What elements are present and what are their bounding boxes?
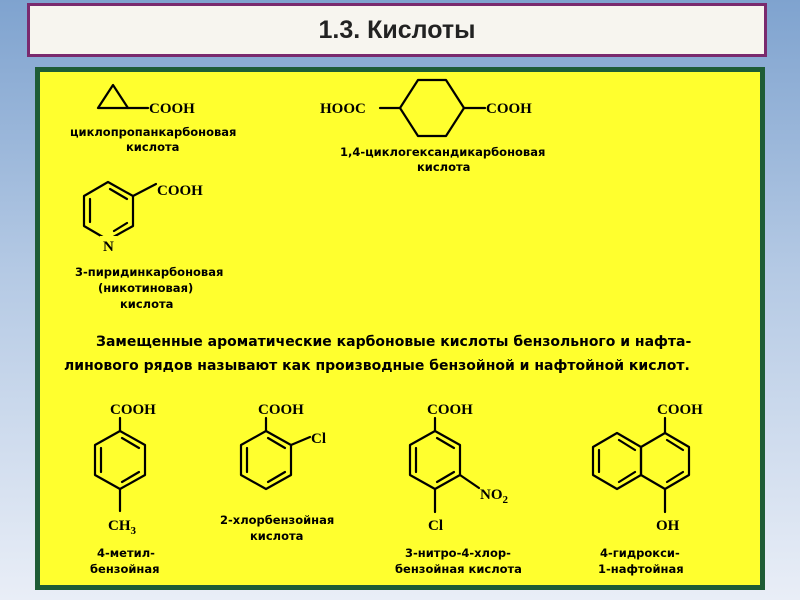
caption-methylbenzoic-line2: бензойная <box>90 562 160 576</box>
cooh-label: COOH <box>149 101 195 117</box>
cooh-label: COOH <box>427 402 473 418</box>
cyclohexane-ring <box>398 78 466 138</box>
double-bond <box>108 187 129 201</box>
cooh-label: COOH <box>110 402 156 418</box>
naphthalene-ring-right <box>639 431 691 491</box>
double-bond <box>665 470 685 484</box>
nitrochlorobenzoic-structure: COOH NO2 Cl <box>408 402 509 534</box>
caption-pyridine-line3: кислота <box>120 297 173 311</box>
caption-cyclohexane-line1: 1,4-циклогександикарбоновая <box>340 145 545 159</box>
caption-hydroxynaphthoic-line1: 4-гидрокси- <box>600 546 680 560</box>
nitro-label: NO2 <box>480 487 509 506</box>
benzene-ring <box>239 429 293 491</box>
cyclohexane-structure: HOOC COOH <box>320 78 532 138</box>
caption-nitrochlorobenzoic-line2: бензойная кислота <box>395 562 522 576</box>
methylbenzoic-structure: COOH CH3 <box>93 402 156 537</box>
caption-cyclohexane-line2: кислота <box>417 160 470 174</box>
pyridine-structure: COOH N <box>82 180 203 255</box>
double-bond <box>120 436 141 450</box>
double-bond <box>617 470 637 484</box>
paragraph-line2: линового рядов называют как производные … <box>64 358 690 374</box>
chloro-label: Cl <box>311 431 326 447</box>
n-label-background <box>100 236 117 252</box>
hooc-label: HOOC <box>320 101 366 117</box>
content-panel <box>35 67 765 590</box>
caption-pyridine-line2: (никотиновая) <box>98 281 193 295</box>
paragraph-line1: Замещенные ароматические карбоновые кисл… <box>96 334 691 350</box>
hydroxynaphthoic-structure: COOH OH <box>591 402 703 534</box>
cooh-label: COOH <box>486 101 532 117</box>
double-bond <box>266 470 287 484</box>
cyclopropane-ring <box>96 83 130 110</box>
chloro-bond <box>289 435 312 447</box>
cyclopropane-structure: COOH <box>96 83 195 117</box>
cooh-bond <box>131 182 158 198</box>
caption-chlorobenzoic-line1: 2-хлорбензойная <box>220 513 334 527</box>
cooh-label: COOH <box>157 183 203 199</box>
naphthalene-ring-left <box>591 431 643 491</box>
slide-title: 1.3. Кислоты <box>318 15 476 44</box>
chloro-label: Cl <box>428 518 443 534</box>
double-bond <box>617 438 637 452</box>
double-bond <box>665 438 685 452</box>
double-bond <box>435 470 456 484</box>
caption-cyclopropane-line2: кислота <box>126 140 179 154</box>
caption-methylbenzoic-line1: 4-метил- <box>97 546 155 560</box>
nitrogen-label: N <box>103 239 114 255</box>
caption-chlorobenzoic-line2: кислота <box>250 529 303 543</box>
double-bond <box>435 436 456 450</box>
cooh-label: COOH <box>258 402 304 418</box>
cooh-label: COOH <box>657 402 703 418</box>
caption-pyridine-line1: 3-пиридинкарбоновая <box>75 265 223 279</box>
double-bond <box>120 470 141 484</box>
hydroxy-label: OH <box>656 518 680 534</box>
pyridine-ring <box>82 180 135 242</box>
nitro-bond <box>458 473 481 490</box>
double-bond <box>112 221 129 233</box>
caption-cyclopropane-line1: циклопропанкарбоновая <box>70 125 236 139</box>
slide-title-box: 1.3. Кислоты <box>27 3 767 57</box>
benzene-ring <box>408 429 462 491</box>
caption-hydroxynaphthoic-line2: 1-нафтойная <box>598 562 684 576</box>
double-bond <box>266 436 287 450</box>
methyl-label: CH3 <box>108 518 137 537</box>
chlorobenzoic-structure: COOH Cl <box>239 402 326 491</box>
caption-nitrochlorobenzoic-line1: 3-нитро-4-хлор- <box>405 546 511 560</box>
benzene-ring <box>93 429 147 491</box>
